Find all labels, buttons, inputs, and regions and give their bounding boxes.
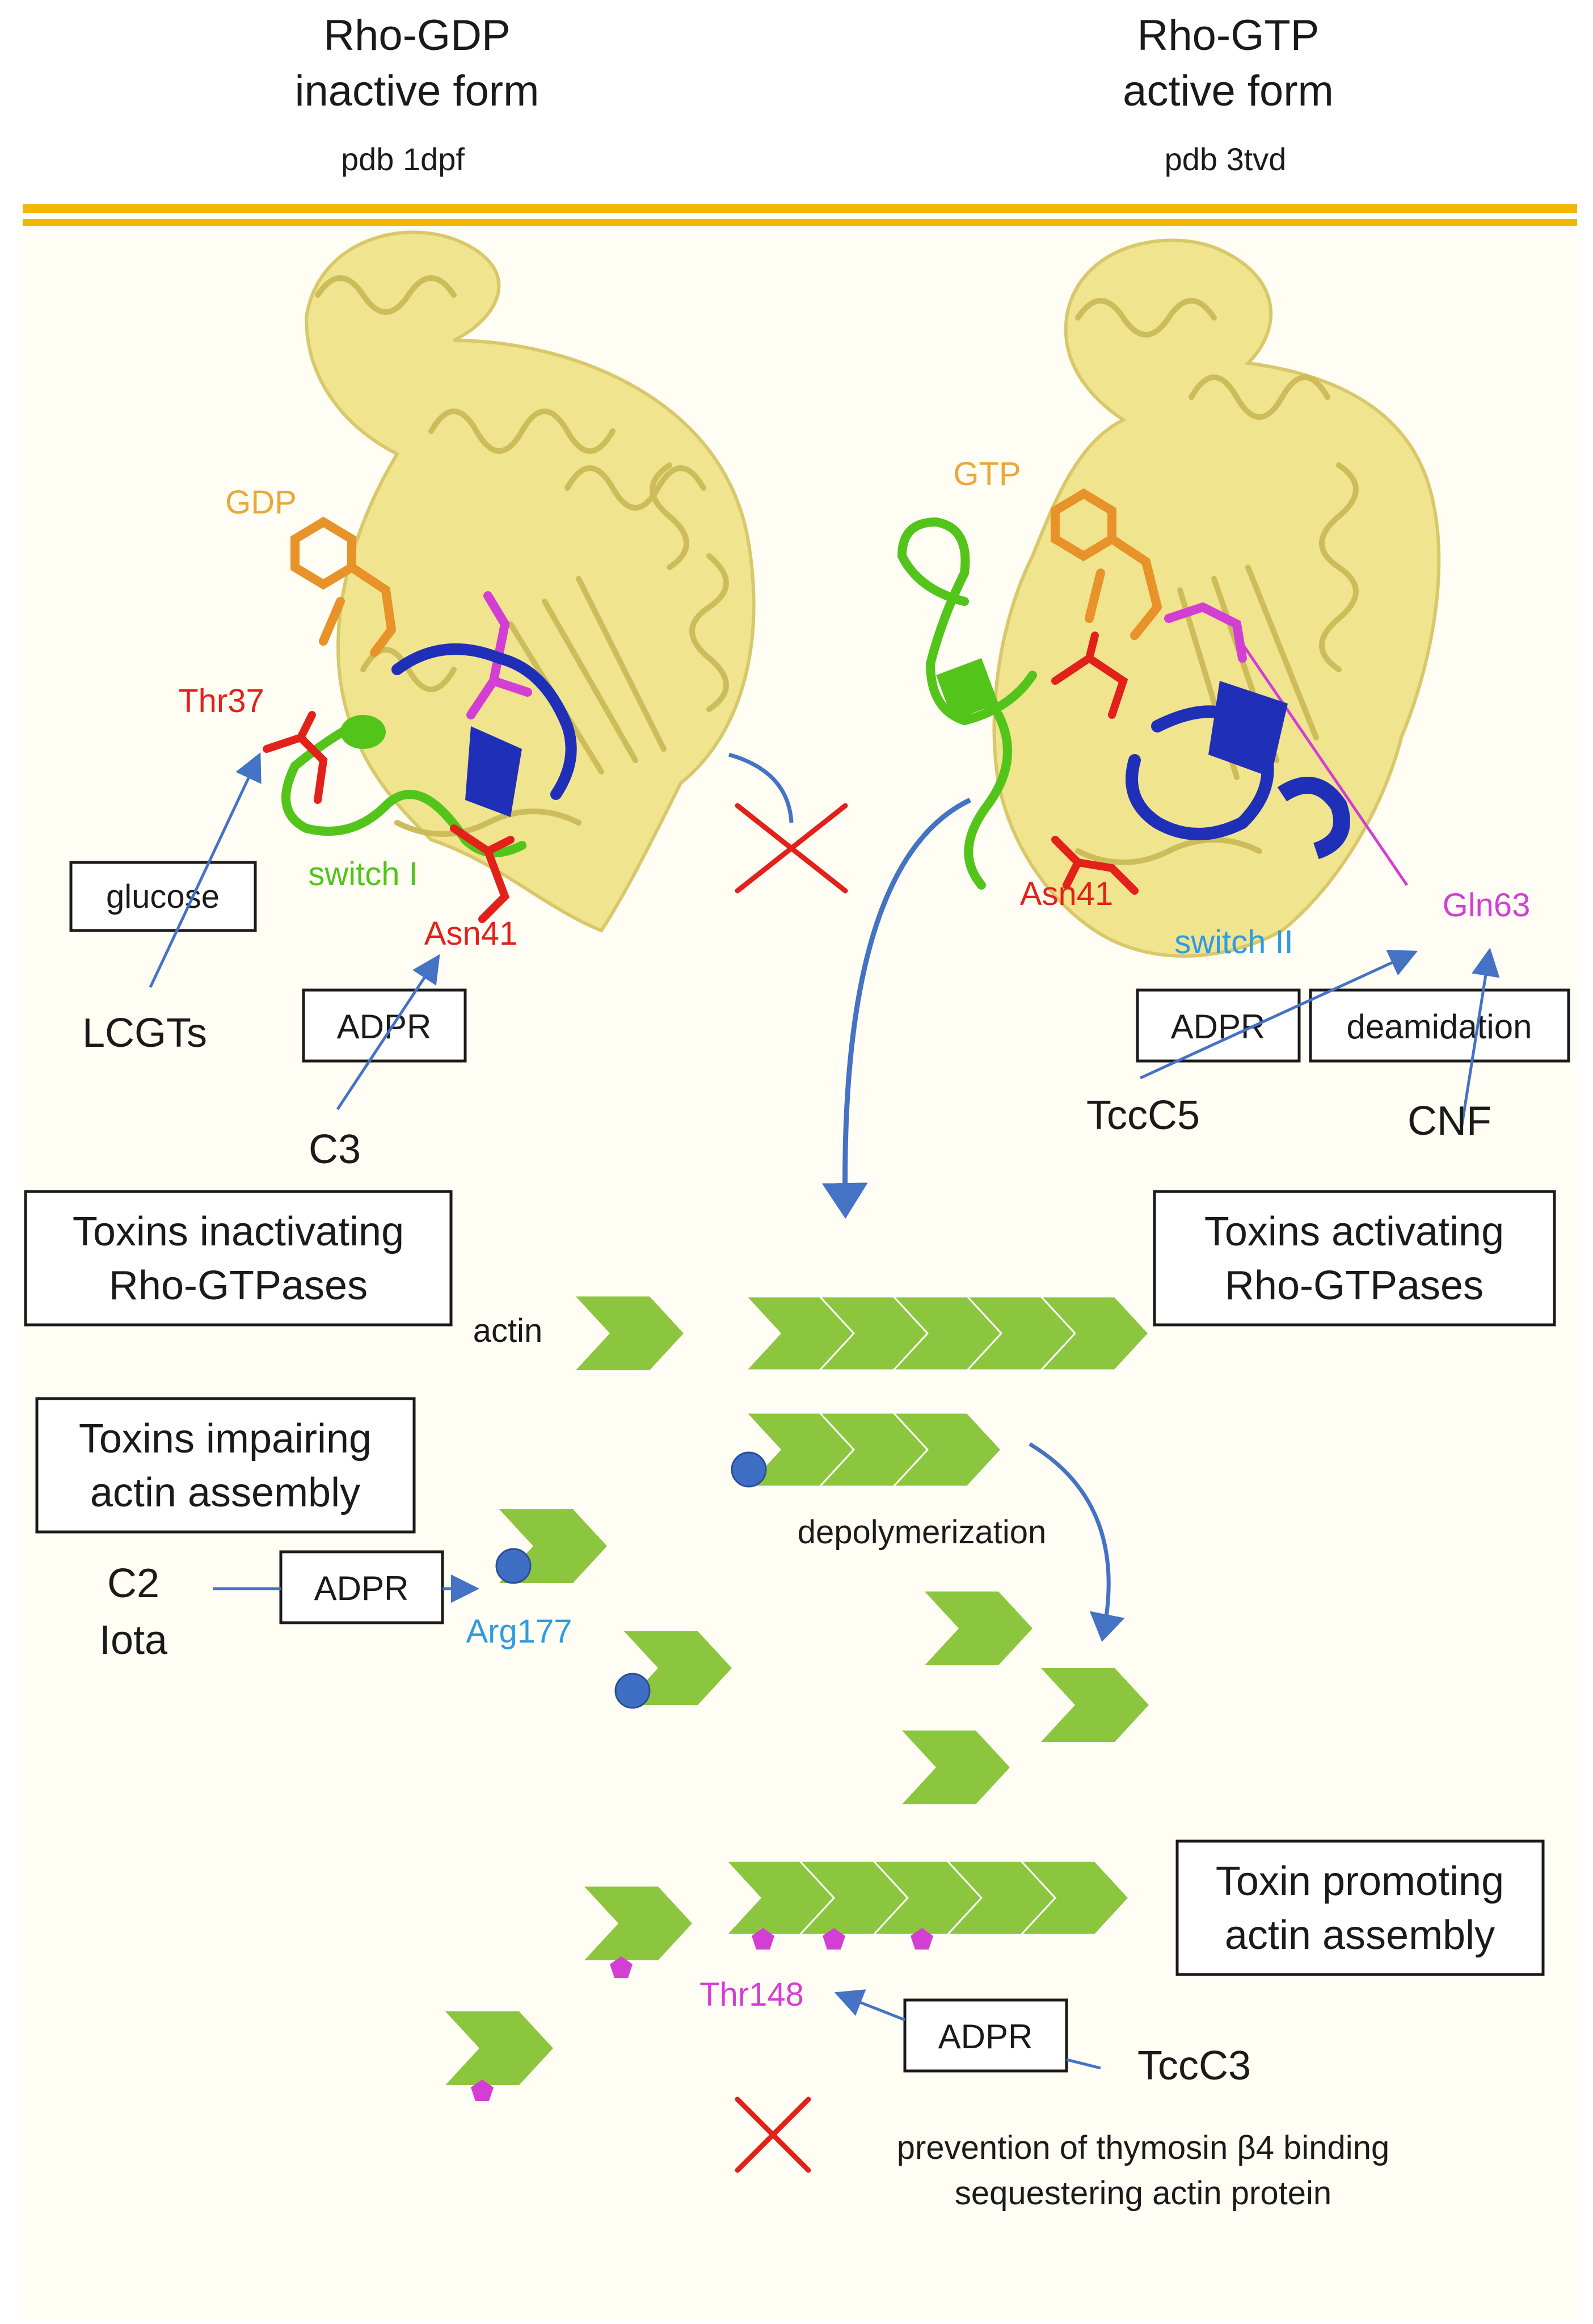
adpr-box-c3 (302, 988, 467, 1063)
label-iota: Iota (99, 1618, 168, 1663)
category-promoting-line2: actin assembly (1225, 1913, 1495, 1958)
label-lcgts: LCGTs (82, 1011, 207, 1056)
deamidation-box (1309, 988, 1570, 1063)
blocked-cross-icon (735, 803, 848, 894)
protein-structure-right (897, 238, 1441, 958)
membrane-line-bottom (23, 219, 1577, 226)
category-activating-line2: Rho-GTPases (1225, 1263, 1484, 1308)
adp-ribose-dot (495, 1548, 532, 1584)
depolymerization-arrow (1029, 1442, 1125, 1642)
label-cnf: CNF (1407, 1098, 1491, 1144)
category-activating-line1: Toxins activating (1204, 1209, 1504, 1254)
label-asn41-right: Asn41 (1020, 875, 1113, 912)
category-impairing-line1: Toxins impairing (79, 1416, 372, 1462)
adpr-box-tccc3 (903, 1998, 1068, 2073)
glucose-box (69, 861, 257, 932)
thr148-pentagon (471, 2079, 494, 2101)
arrow-lcgts-to-thr37 (149, 752, 262, 988)
arrow-c3-to-asn41 (336, 954, 440, 1110)
label-switch-ii: switch II (1174, 924, 1293, 961)
arrow-tccc3-to-thr148 (834, 1989, 905, 2022)
category-inactivating-line2: Rho-GTPases (109, 1263, 368, 1308)
header-right-line2: active form (1123, 67, 1334, 115)
label-gtp: GTP (953, 456, 1021, 492)
category-impairing-box (35, 1397, 416, 1534)
thr148-pentagon (610, 1956, 633, 1978)
membrane-line-top (23, 204, 1577, 213)
prevention-cross-icon (735, 2096, 811, 2173)
thr148-pentagons-filament (752, 1928, 933, 1950)
actin-filament-bottom (725, 1860, 1130, 1936)
adp-ribose-dot (731, 1451, 767, 1488)
header-left-pdb: pdb 1dpf (341, 141, 465, 177)
label-c2: C2 (107, 1561, 159, 1606)
inactive-to-actin-curve (728, 752, 794, 823)
label-asn41-left: Asn41 (424, 915, 517, 952)
label-tccc5: TccC5 (1086, 1093, 1200, 1138)
arrow-tccc5-to-gln63 (1139, 949, 1418, 1080)
actin-filament-modified (745, 1412, 1002, 1488)
header-left-line1: Rho-GDP (323, 11, 510, 60)
activation-arrow (821, 797, 971, 1219)
header-right-pdb: pdb 3tvd (1165, 141, 1287, 177)
actin-filament-top (745, 1295, 1150, 1371)
label-tccc3: TccC3 (1137, 2043, 1251, 2089)
label-adpr-c2: ADPR (314, 1569, 409, 1607)
category-impairing-line2: actin assembly (90, 1470, 360, 1515)
header-left-line2: inactive form (295, 67, 540, 115)
label-thr148: Thr148 (699, 1976, 804, 2013)
arrow-cnf-to-gln63 (1459, 948, 1500, 1132)
label-depolymerization: depolymerization (798, 1514, 1046, 1551)
label-deamidation: deamidation (1347, 1008, 1532, 1046)
label-switch-i: switch I (308, 856, 418, 892)
label-thr37: Thr37 (178, 683, 264, 719)
label-prevention-line2: sequestering actin protein (955, 2175, 1331, 2212)
label-arg177: Arg177 (466, 1613, 572, 1650)
header-right-line1: Rho-GTP (1137, 11, 1320, 60)
category-promoting-box (1175, 1839, 1545, 1976)
label-gln63: Gln63 (1443, 887, 1531, 924)
category-inactivating-line1: Toxins inactivating (73, 1209, 404, 1254)
adp-ribose-dot (614, 1673, 651, 1709)
label-gdp: GDP (225, 484, 297, 521)
adpr-box-tccc5 (1136, 988, 1301, 1063)
category-promoting-line1: Toxin promoting (1216, 1859, 1504, 1904)
label-adpr-tccc3: ADPR (938, 2018, 1033, 2056)
protein-structure-left (263, 230, 756, 933)
label-c3: C3 (309, 1127, 361, 1172)
label-actin: actin (473, 1312, 543, 1349)
label-prevention-line1: prevention of thymosin β4 binding (897, 2129, 1389, 2166)
category-inactivating-box (24, 1190, 453, 1327)
arrow-tccc3-left (1066, 2058, 1101, 2070)
label-glucose: glucose (106, 878, 220, 915)
category-activating-box (1153, 1190, 1556, 1327)
